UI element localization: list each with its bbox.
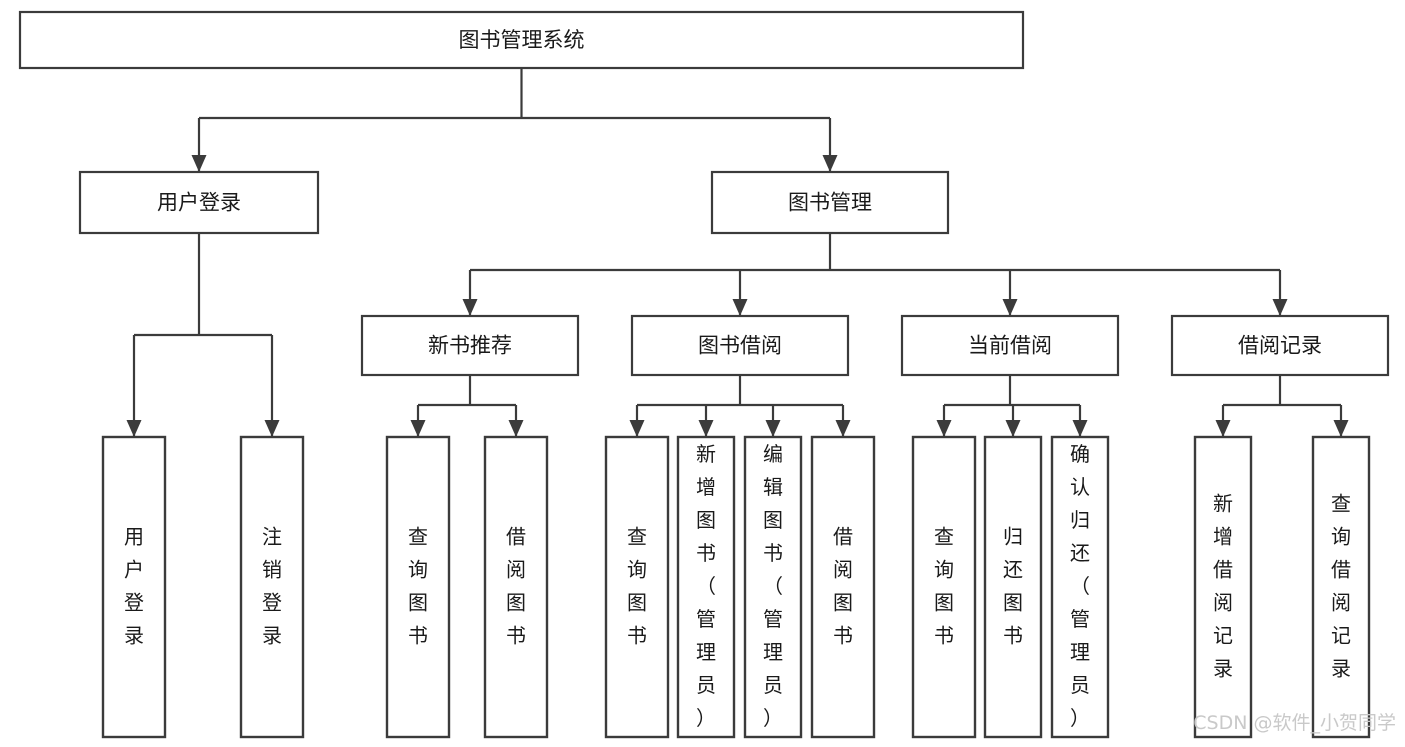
- arrow-head-icon: [1072, 420, 1088, 437]
- node-box-branch-book-mgmt[interactable]: [710, 170, 950, 235]
- node-label-leaf-query-book-1: 查询图书: [408, 524, 428, 647]
- arrow-head-icon: [698, 420, 714, 437]
- node-box-sub-borrow[interactable]: [630, 314, 850, 377]
- csdn-watermark: CSDN @软件_小贺同学: [1193, 712, 1396, 734]
- node-box-leaf-edit-book[interactable]: [743, 435, 803, 739]
- node-label-leaf-add-book: 新增图书（管理员）: [696, 442, 716, 730]
- node-box-leaf-logout[interactable]: [239, 435, 305, 739]
- node-box-leaf-add-record[interactable]: [1193, 435, 1253, 739]
- node-box-leaf-query-record[interactable]: [1311, 435, 1371, 739]
- arrow-head-icon: [1215, 420, 1231, 437]
- node-label-leaf-query-book-2: 查询图书: [627, 524, 647, 647]
- arrow-head-icon: [191, 155, 207, 172]
- node-box-sub-record[interactable]: [1170, 314, 1390, 377]
- node-box-leaf-user-login[interactable]: [101, 435, 167, 739]
- node-box-leaf-borrow-book-2[interactable]: [810, 435, 876, 739]
- arrow-head-icon: [1272, 299, 1288, 316]
- arrow-head-icon: [1002, 299, 1018, 316]
- node-label-leaf-borrow-book-1: 借阅图书: [506, 524, 526, 647]
- arrow-head-icon: [126, 420, 142, 437]
- node-box-leaf-confirm-return[interactable]: [1050, 435, 1110, 739]
- arrow-head-icon: [732, 299, 748, 316]
- node-label-leaf-confirm-return: 确认归还（管理员）: [1070, 442, 1090, 730]
- node-box-leaf-add-book[interactable]: [676, 435, 736, 739]
- node-label-leaf-query-book-3: 查询图书: [934, 524, 954, 647]
- node-label-leaf-query-record: 查询借阅记录: [1331, 491, 1351, 680]
- node-label-sub-record: 借阅记录: [1238, 334, 1322, 358]
- node-label-leaf-logout: 注销登录: [262, 524, 282, 647]
- node-label-branch-book-mgmt: 图书管理: [788, 191, 872, 215]
- node-box-leaf-query-book-2[interactable]: [604, 435, 670, 739]
- arrow-head-icon: [835, 420, 851, 437]
- arrow-head-icon: [822, 155, 838, 172]
- node-box-leaf-borrow-book-1[interactable]: [483, 435, 549, 739]
- node-label-sub-borrow: 图书借阅: [698, 334, 782, 358]
- arrow-head-icon: [1005, 420, 1021, 437]
- arrow-head-icon: [462, 299, 478, 316]
- node-label-leaf-edit-book: 编辑图书（管理员）: [763, 442, 783, 730]
- node-box-leaf-query-book-1[interactable]: [385, 435, 451, 739]
- node-box-sub-new-book[interactable]: [360, 314, 580, 377]
- node-label-root: 图书管理系统: [459, 28, 585, 52]
- node-box-leaf-query-book-3[interactable]: [911, 435, 977, 739]
- node-box-leaf-return-book[interactable]: [983, 435, 1043, 739]
- node-label-leaf-add-record: 新增借阅记录: [1213, 491, 1233, 680]
- arrow-head-icon: [1333, 420, 1349, 437]
- node-label-leaf-borrow-book-2: 借阅图书: [833, 524, 853, 647]
- node-label-leaf-user-login: 用户登录: [124, 524, 144, 647]
- arrow-head-icon: [629, 420, 645, 437]
- node-label-leaf-return-book: 归还图书: [1003, 524, 1023, 647]
- arrow-head-icon: [410, 420, 426, 437]
- node-label-sub-current: 当前借阅: [968, 334, 1052, 358]
- arrow-head-icon: [264, 420, 280, 437]
- node-box-sub-current[interactable]: [900, 314, 1120, 377]
- node-layer: 图书管理系统用户登录图书管理新书推荐图书借阅当前借阅借阅记录用户登录注销登录查询…: [18, 10, 1390, 739]
- arrow-head-icon: [765, 420, 781, 437]
- node-label-branch-user-login: 用户登录: [157, 191, 241, 215]
- arrow-head-icon: [508, 420, 524, 437]
- node-box-root[interactable]: [18, 10, 1025, 70]
- node-label-sub-new-book: 新书推荐: [428, 334, 512, 358]
- node-box-branch-user-login[interactable]: [78, 170, 320, 235]
- arrow-head-icon: [936, 420, 952, 437]
- connector-layer: [126, 68, 1349, 437]
